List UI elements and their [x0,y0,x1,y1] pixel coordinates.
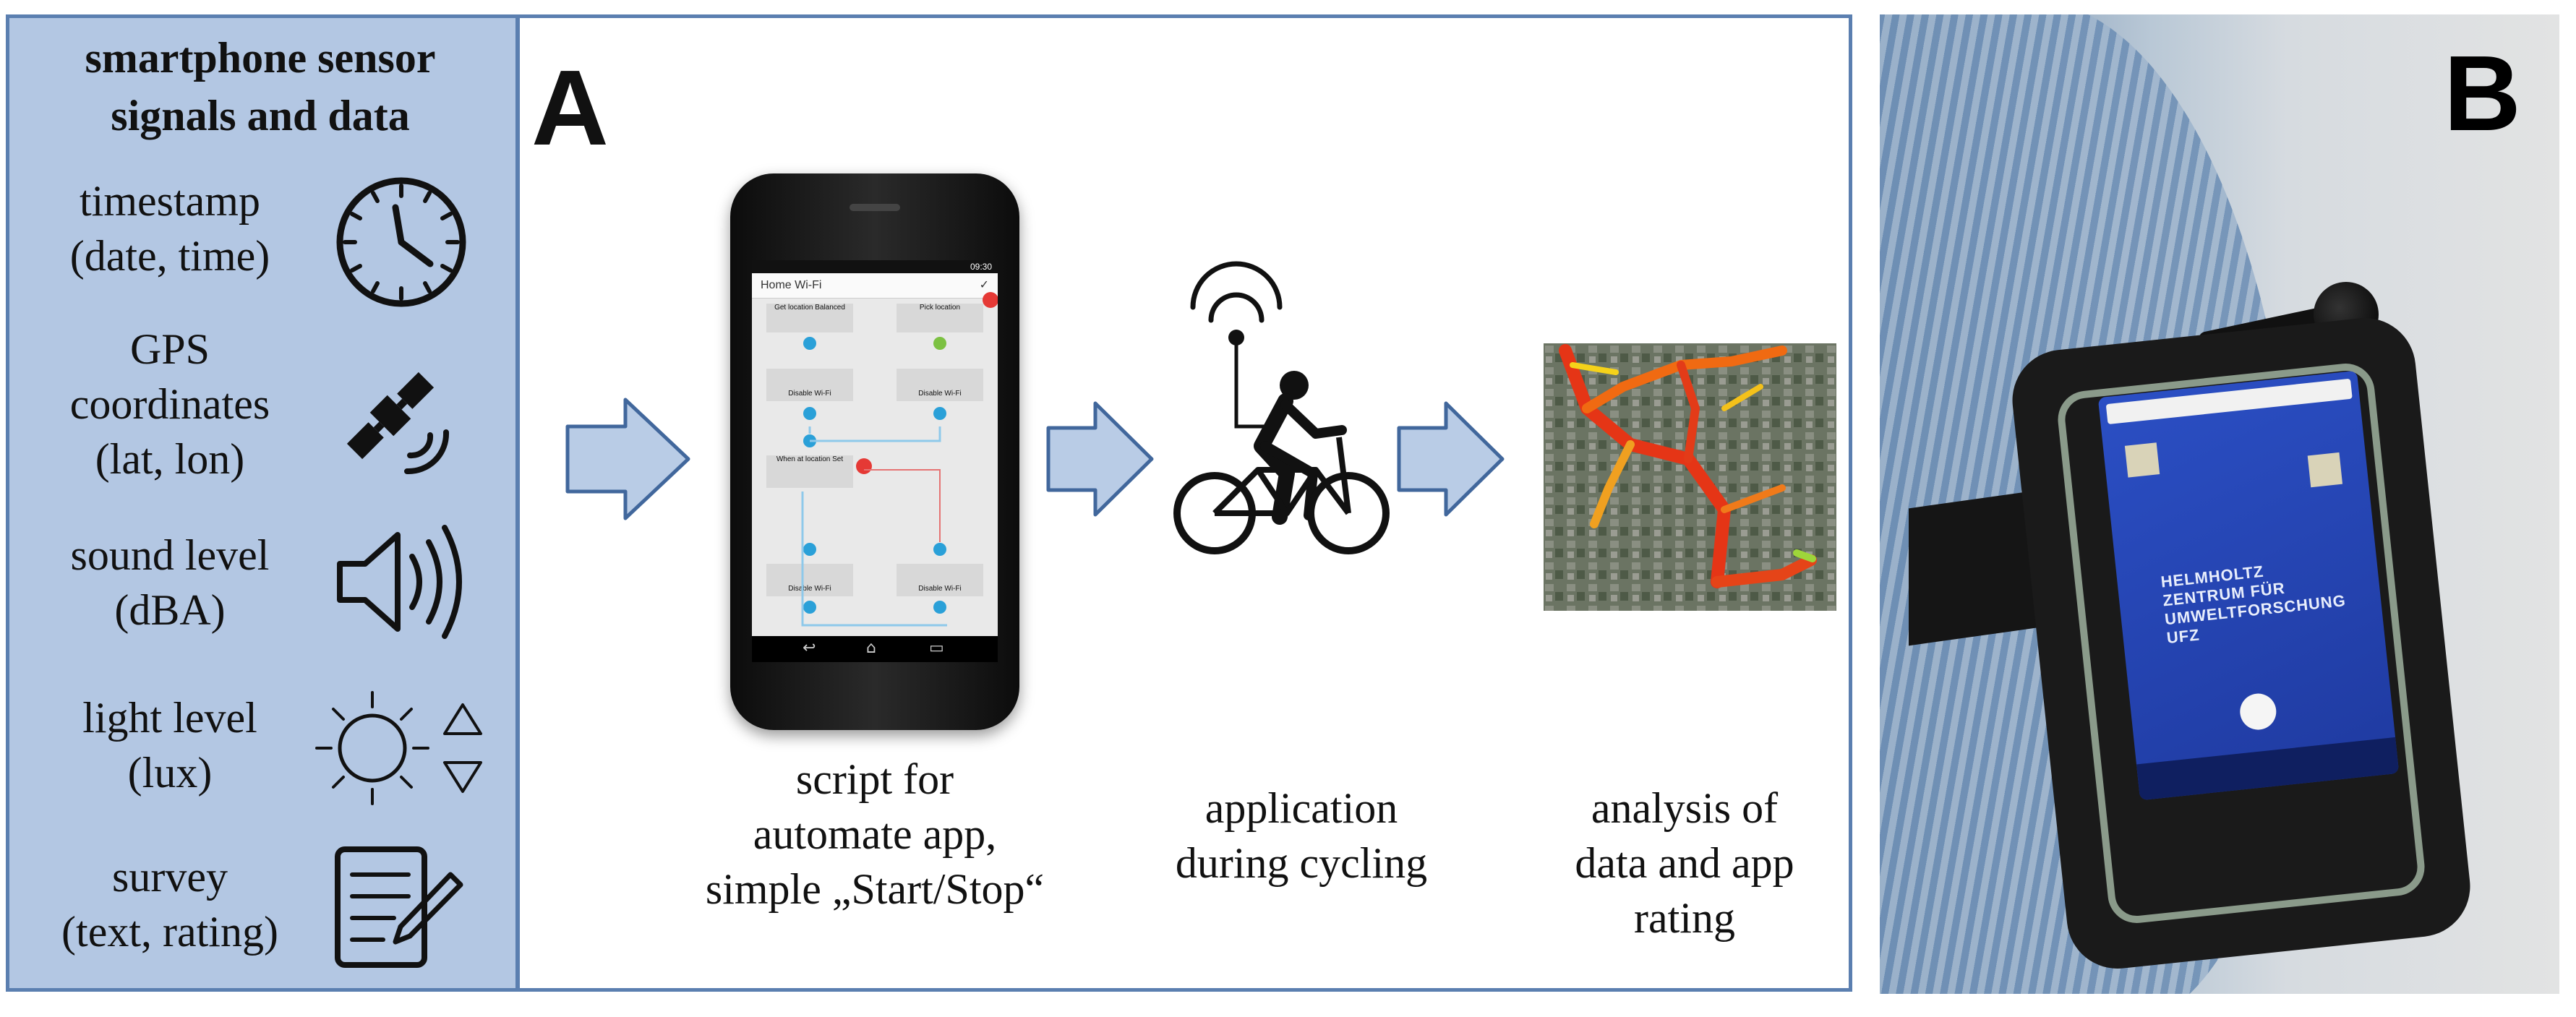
gps-label: GPS [129,325,210,373]
light-sublabel: (lux) [127,749,213,797]
sun-icon [315,691,482,805]
step-cycling-line2: during cycling [1175,839,1428,887]
sidebar-item-gps: GPS coordinates (lat, lon) [14,322,325,486]
step-analysis-line3: rating [1634,894,1735,942]
photo-phone-screen: HELMHOLTZ ZENTRUM FÜR UMWELTFORSCHUNG UF… [2097,370,2400,801]
sidebar-divider [515,18,520,988]
check-icon: ✓ [979,279,989,291]
home-button-circle [2238,692,2278,732]
flow-block: Get location Balanced [766,304,853,332]
rider-head [1280,371,1309,400]
sound-sublabel: (dBA) [114,586,226,634]
sidebar-title-line1: smartphone sensor [85,34,436,82]
armband-phone-photo: HELMHOLTZ ZENTRUM FÜR UMWELTFORSCHUNG UF… [1880,14,2559,994]
step-analysis-line1: analysis of [1591,784,1779,832]
triangle-down-icon [443,761,482,793]
sidebar-item-light: light level (lux) [14,690,325,800]
signal-arc [1208,292,1265,323]
panel-b-label: B [2444,34,2521,153]
timestamp-sublabel: (date, time) [69,232,270,280]
home-icon: ⌂ [866,639,876,657]
status-time: 09:30 [970,262,992,272]
gps-sublabel: (lat, lon) [95,435,245,483]
clock-icon [336,177,466,307]
flow-block: Disable Wi-Fi [897,564,983,596]
flow-block: Pick location [897,304,983,332]
flow-connectors [801,292,998,627]
status-bar: 09:30 [752,260,998,273]
cyclist-icon [1173,261,1390,554]
flow-block: Disable Wi-Fi [766,369,853,401]
phone-speaker [850,204,900,211]
ufz-logo-text: HELMHOLTZ ZENTRUM FÜR UMWELTFORSCHUNG UF… [2160,552,2369,648]
speaker-icon [337,525,462,639]
step-script-line3: simple „Start/Stop“ [705,865,1045,913]
arrow-right-icon [1046,401,1154,517]
step-analysis-caption: analysis of data and app rating [1526,781,1844,945]
arrow-right-icon [1397,401,1505,517]
survey-form-icon [335,846,463,968]
back-icon: ↩ [803,639,816,657]
satellite-icon [346,372,450,475]
antenna-tip [1228,330,1244,346]
phone-nav-bar: ↩ ⌂ ▭ [752,636,998,662]
arrow-right-icon [565,398,690,520]
survey-sublabel: (text, rating) [61,908,278,956]
light-label: light level [82,694,257,742]
phone-screen: 09:30 Home Wi-Fi ✓ Get location Balanced… [752,260,998,636]
sound-map-image [1544,343,1836,611]
recent-apps-icon: ▭ [929,639,944,657]
app-icon [2307,452,2343,488]
step-analysis-line2: data and app [1575,839,1794,887]
step-script-line2: automate app, [753,810,997,858]
signal-arc [1190,261,1283,310]
app-icon [2124,442,2160,478]
sound-label: sound level [70,531,270,579]
app-header: Home Wi-Fi ✓ [752,273,998,299]
app-header-title: Home Wi-Fi [761,279,822,291]
timestamp-label: timestamp [80,177,260,225]
triangle-up-icon [443,703,482,735]
sensor-sidebar [9,18,519,988]
sidebar-item-timestamp: timestamp (date, time) [14,173,325,283]
flow-block: Disable Wi-Fi [897,369,983,401]
phone-body: 09:30 Home Wi-Fi ✓ Get location Balanced… [730,173,1019,730]
step-cycling-line1: application [1204,784,1398,832]
sidebar-title-line2: signals and data [111,92,410,140]
sidebar-item-survey: survey (text, rating) [14,849,325,959]
survey-label: survey [112,853,228,901]
flow-block: Disable Wi-Fi [766,564,853,596]
sidebar-item-sound: sound level (dBA) [14,528,325,638]
gps-label-line2: coordinates [69,380,270,428]
panel-a-frame [6,14,1852,992]
panel-a-label: A [531,48,609,168]
step-cycling-caption: application during cycling [1150,781,1453,891]
step-script-line1: script for [795,755,954,803]
flow-block: When at location Set [766,455,853,488]
step-script-caption: script for automate app, simple „Start/S… [694,752,1056,917]
sidebar-title: smartphone sensor signals and data [22,29,499,145]
